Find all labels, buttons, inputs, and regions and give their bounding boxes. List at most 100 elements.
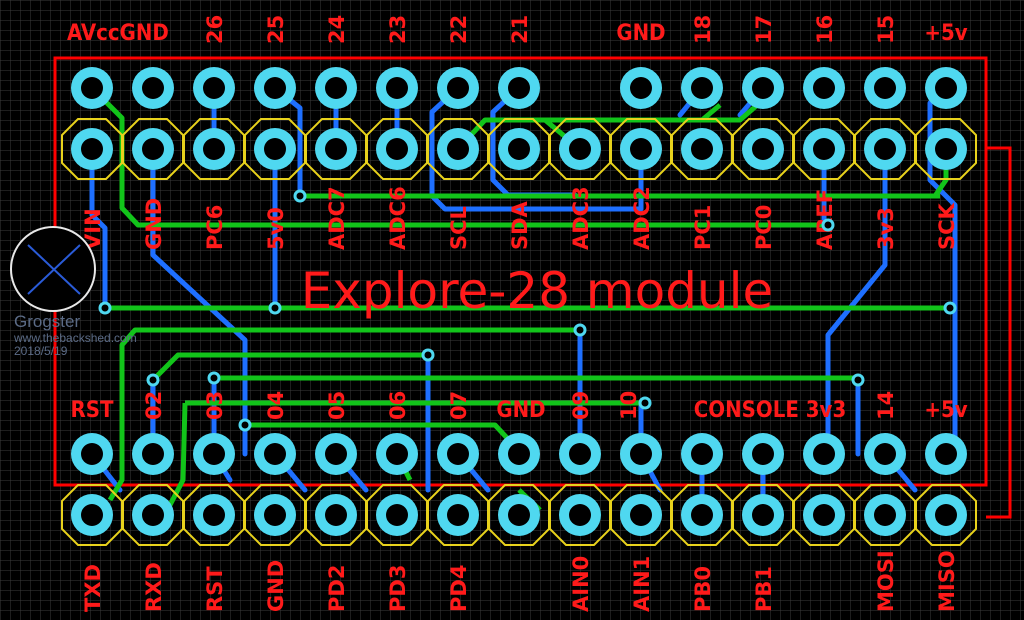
board-edge (53, 56, 1012, 519)
pin-label: 15 (874, 15, 898, 44)
header-outline (61, 484, 123, 546)
via (851, 373, 865, 387)
pin-label: 16 (813, 15, 837, 44)
pin-label: 5v0 (264, 207, 288, 250)
pad-hole (203, 77, 225, 99)
via (943, 301, 957, 315)
pad-hole (386, 443, 408, 465)
pad-hole (386, 504, 408, 526)
header-outline (305, 118, 367, 180)
pad-hole (569, 504, 591, 526)
header-outline (488, 118, 550, 180)
pad-hole (508, 443, 530, 465)
pin-label: 02 (142, 391, 166, 420)
pad-hole (813, 443, 835, 465)
pin-label: 14 (874, 391, 898, 420)
pin-label: PD3 (386, 565, 410, 612)
pad-hole (630, 138, 652, 160)
board-title: Explore-28 module (301, 262, 774, 320)
pad-hole (630, 77, 652, 99)
pin-label: ADC2 (630, 186, 654, 250)
pin-label: 3v3 (874, 207, 898, 250)
pad-hole (935, 77, 957, 99)
header-outline (915, 118, 977, 180)
pin-label: 22 (447, 15, 471, 44)
header-outline (61, 118, 123, 180)
via (146, 373, 160, 387)
pad-layer (61, 67, 977, 546)
pin-label: ADC7 (325, 186, 349, 250)
header-outline (549, 484, 611, 546)
header-outline (122, 484, 184, 546)
header-outline (427, 484, 489, 546)
via (268, 301, 282, 315)
pad-hole (142, 443, 164, 465)
pad-hole (935, 138, 957, 160)
pad-hole (447, 443, 469, 465)
via (293, 189, 307, 203)
pad-hole (874, 138, 896, 160)
watermark-date: 2018/5/19 (14, 344, 68, 358)
via (638, 396, 652, 410)
pin-label: GND (616, 21, 665, 46)
pin-label: AIN0 (569, 556, 593, 612)
header-outline (915, 484, 977, 546)
pin-label: 26 (203, 15, 227, 44)
pad-hole (569, 443, 591, 465)
pad-hole (752, 77, 774, 99)
pad-hole (752, 138, 774, 160)
pad-hole (752, 443, 774, 465)
pad-hole (508, 504, 530, 526)
header-outline (244, 484, 306, 546)
pin-label: 03 (203, 391, 227, 420)
pad-hole (508, 138, 530, 160)
pin-label: RXD (142, 562, 166, 612)
pad-hole (142, 504, 164, 526)
header-outline (366, 118, 428, 180)
pad-hole (447, 504, 469, 526)
pin-label: GND (496, 398, 545, 423)
pad-hole (752, 504, 774, 526)
pad-hole (813, 504, 835, 526)
pin-label: +5v (924, 21, 967, 46)
header-outline (854, 484, 916, 546)
pad-hole (447, 138, 469, 160)
pin-label: TXD (81, 564, 105, 612)
header-outline (610, 118, 672, 180)
watermark-name: Grogster (14, 312, 80, 331)
pin-label: PB0 (691, 566, 715, 612)
pin-label: 07 (447, 391, 471, 420)
pin-label: PC1 (691, 205, 715, 250)
pin-label: SCL (447, 206, 471, 250)
via (573, 323, 587, 337)
pin-label: 05 (325, 391, 349, 420)
pin-label: 06 (386, 391, 410, 420)
pin-label: AVccGND (67, 21, 169, 46)
header-outline (427, 118, 489, 180)
pad-hole (386, 77, 408, 99)
header-outline (305, 484, 367, 546)
pad-hole (569, 138, 591, 160)
header-outline (793, 484, 855, 546)
pad-hole (203, 504, 225, 526)
pad-hole (81, 504, 103, 526)
pad-hole (874, 504, 896, 526)
pin-label: 04 (264, 391, 288, 420)
pin-label: 17 (752, 15, 776, 44)
pin-label: 10 (617, 391, 641, 420)
via (821, 218, 835, 232)
pad-hole (203, 138, 225, 160)
via (238, 418, 252, 432)
pin-label: PC0 (752, 205, 776, 250)
header-outline (244, 118, 306, 180)
pad-hole (81, 443, 103, 465)
pad-hole (691, 77, 713, 99)
pad-hole (874, 443, 896, 465)
pad-hole (691, 504, 713, 526)
pin-label: PD2 (325, 565, 349, 612)
pin-label: GND (264, 560, 288, 612)
pad-hole (813, 77, 835, 99)
pin-label: ADC3 (569, 186, 593, 250)
